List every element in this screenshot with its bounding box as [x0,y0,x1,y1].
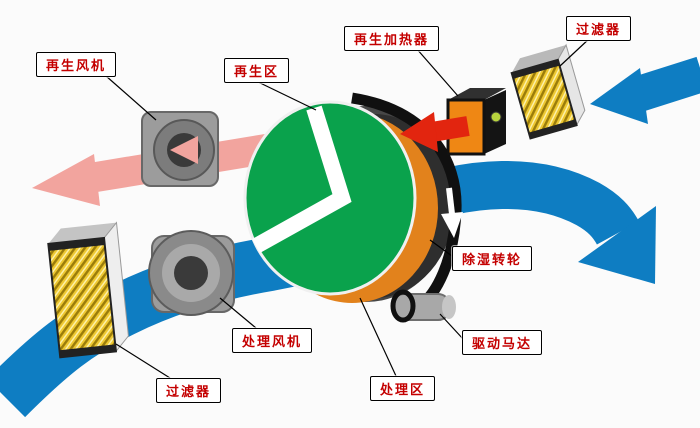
label-filter-bottom: 过滤器 [156,378,222,403]
leader-process-zone [359,297,397,377]
leader-regen-heater [415,47,459,97]
label-regen-fan: 再生风机 [36,52,117,77]
drive-motor [390,289,456,323]
desiccant-wheel [243,100,454,303]
filter-bottom-unit [47,221,129,359]
label-regen-heater: 再生加热器 [344,26,440,51]
regeneration-fan [141,111,219,187]
label-filter-top: 过滤器 [566,16,632,41]
wheel-sector-divider [252,105,352,253]
fan-flow-arrowhead [170,136,198,164]
leader-filter-bottom [115,343,171,379]
label-process-fan: 处理风机 [232,328,313,353]
processing-fan [148,230,235,316]
heater-indicator-light [490,111,502,123]
leader-wheel [429,239,453,257]
leader-regen-fan [105,75,157,121]
filter-top-unit [510,43,586,140]
wheel-rotation-arrow [441,187,463,238]
regen-air-inlet-arrow [590,56,700,124]
hot-air-arrow [400,112,470,152]
label-wheel: 除湿转轮 [452,246,533,271]
label-process-zone: 处理区 [370,376,436,401]
belt-pulley-loop [390,289,416,323]
label-regen-zone: 再生区 [224,58,290,83]
leader-process-fan [219,297,257,329]
leader-lines [105,37,591,379]
drive-belt [351,92,462,311]
leader-filter-top [559,37,591,67]
label-drive-motor: 驱动马达 [462,330,543,355]
leader-drive-motor [439,313,465,341]
leader-regen-zone [253,79,317,111]
